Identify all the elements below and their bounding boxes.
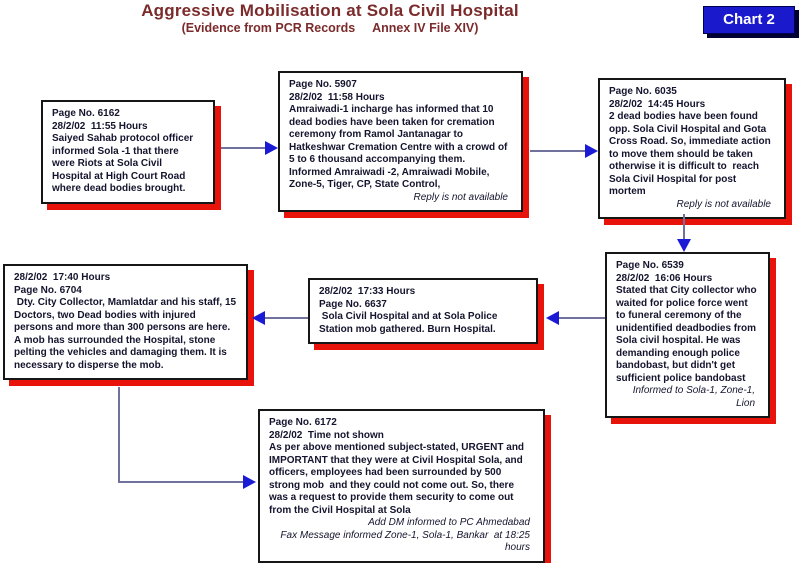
timestamp: 28/2/02 16:06 Hours xyxy=(616,272,713,284)
footnote-fax: Fax Message informed Zone-1, Sola-1, Ban… xyxy=(280,529,533,554)
page-number: Page No. 6162 xyxy=(52,108,120,119)
event-box-6172: Page No. 6172 28/2/02 Time not shown As … xyxy=(258,409,545,563)
timestamp: 28/2/02 Time not shown xyxy=(269,429,384,441)
page-number: Page No. 5907 xyxy=(289,79,357,90)
arrowhead-left-icon xyxy=(252,311,265,325)
footnote-informed: Informed to Sola-1, Zone-1, Lion xyxy=(632,385,758,409)
connector-6704-to-6172-vertical xyxy=(118,387,120,483)
connector-6539-to-6637 xyxy=(558,317,605,319)
event-body: 2 dead bodies have been found opp. Sola … xyxy=(609,111,774,197)
page-number: Page No. 6704 xyxy=(14,284,82,296)
arrowhead-left-icon xyxy=(546,311,559,325)
page-number: Page No. 6035 xyxy=(609,86,677,97)
connector-6704-to-6172-horizontal xyxy=(118,481,245,483)
event-body: As per above mentioned subject-stated, U… xyxy=(269,442,527,516)
page-subtitle: (Evidence from PCR Records Annex IV File… xyxy=(181,21,479,35)
arrowhead-right-icon xyxy=(265,141,278,155)
event-body-informed: Informed Amraiwadi -2, Amraiwadi Mobile,… xyxy=(289,166,493,191)
timestamp: 28/2/02 17:40 Hours xyxy=(14,272,111,283)
timestamp: 28/2/02 14:45 Hours xyxy=(609,98,706,110)
footnote-add-dm: Add DM informed to PC Ahmedabad xyxy=(368,517,530,528)
event-box-5907: Page No. 5907 28/2/02 11:58 Hours Amraiw… xyxy=(278,71,523,212)
page-number: Page No. 6539 xyxy=(616,260,684,271)
page-number: Page No. 6172 xyxy=(269,417,337,428)
event-body: Dty. City Collector, Mamlatdar and his s… xyxy=(14,297,239,371)
connector-6637-to-6704 xyxy=(264,317,308,319)
arrowhead-right-icon xyxy=(243,475,256,489)
connector-5907-to-6035 xyxy=(530,150,586,152)
timestamp: 28/2/02 11:55 Hours xyxy=(52,120,148,132)
footnote-reply: Reply is not available xyxy=(413,191,509,203)
footnote-reply: Reply is not available xyxy=(676,198,772,210)
event-body: Stated that City collector who waited fo… xyxy=(616,285,760,384)
timestamp: 28/2/02 17:33 Hours xyxy=(319,286,416,297)
event-body: Saiyed Sahab protocol officer informed S… xyxy=(52,133,196,194)
event-body: Amraiwadi-1 incharge has informed that 1… xyxy=(289,104,511,165)
timestamp: 28/2/02 11:58 Hours xyxy=(289,91,385,103)
page-title: Aggressive Mobilisation at Sola Civil Ho… xyxy=(141,1,519,20)
event-box-6035: Page No. 6035 28/2/02 14:45 Hours 2 dead… xyxy=(598,78,786,219)
event-body: Sola Civil Hospital and at Sola Police S… xyxy=(319,311,501,335)
event-box-6637: 28/2/02 17:33 Hours Page No. 6637 Sola C… xyxy=(308,278,538,344)
page-number: Page No. 6637 xyxy=(319,298,387,310)
event-box-6704: 28/2/02 17:40 Hours Page No. 6704 Dty. C… xyxy=(3,264,248,380)
chart-number-badge: Chart 2 xyxy=(703,6,795,34)
arrowhead-down-icon xyxy=(677,239,691,252)
arrowhead-right-icon xyxy=(585,144,598,158)
event-box-6539: Page No. 6539 28/2/02 16:06 Hours Stated… xyxy=(605,252,770,418)
connector-6035-to-6539 xyxy=(683,214,685,240)
event-box-6162: Page No. 6162 28/2/02 11:55 Hours Saiyed… xyxy=(41,100,215,204)
connector-6162-to-5907 xyxy=(221,147,266,149)
